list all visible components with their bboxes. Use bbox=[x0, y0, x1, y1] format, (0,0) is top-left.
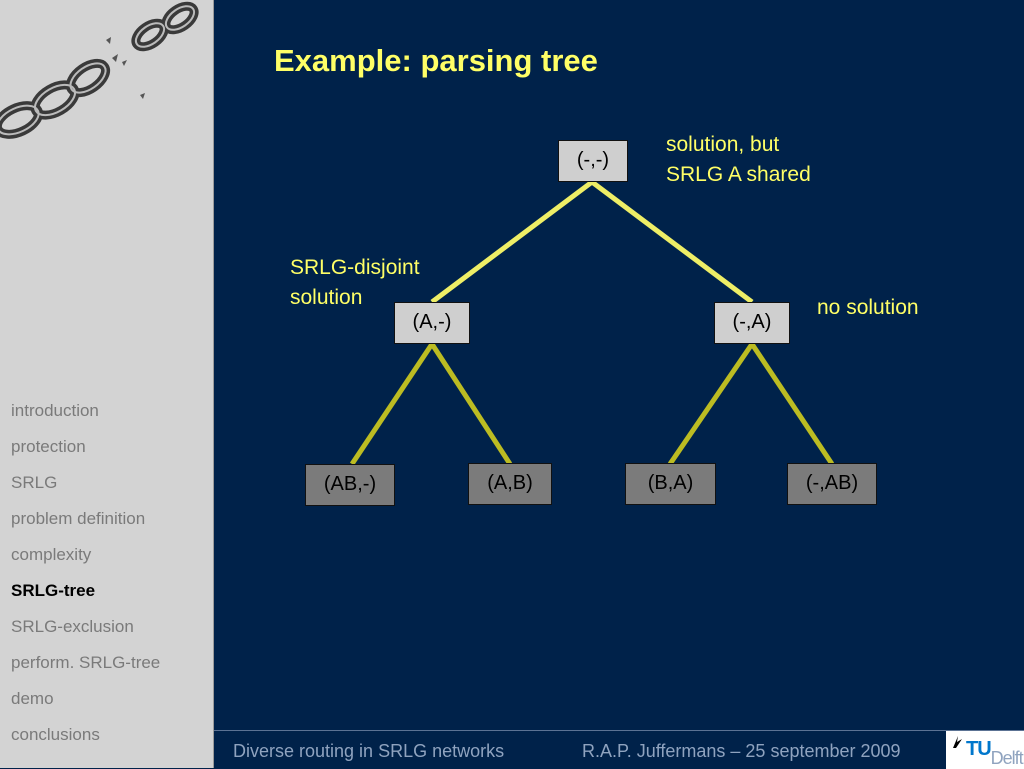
left-annotation: SRLG-disjoint solution bbox=[290, 253, 420, 313]
edge-a-ab bbox=[349, 342, 435, 466]
sidebar-item-srlg-tree[interactable]: SRLG-tree bbox=[11, 581, 96, 600]
root-annotation-line1: solution, but bbox=[666, 133, 780, 156]
sidebar-item-introduction[interactable]: introduction bbox=[11, 401, 99, 420]
tree-node-a: (A,-) bbox=[394, 302, 470, 344]
sidebar-item-srlg-exclusion[interactable]: SRLG-exclusion bbox=[11, 617, 134, 636]
tree-node-ab: (AB,-) bbox=[305, 464, 395, 506]
sidebar-item-complexity[interactable]: complexity bbox=[11, 545, 92, 564]
edge-root-b bbox=[590, 180, 754, 304]
tree-node-b: (-,A) bbox=[714, 302, 790, 344]
left-annotation-line1: SRLG-disjoint bbox=[290, 256, 420, 279]
edge-a-a_b bbox=[429, 342, 513, 466]
sidebar-item-srlg[interactable]: SRLG bbox=[11, 473, 58, 492]
tree-node-root: (-,-) bbox=[558, 140, 628, 182]
slide-title: Example: parsing tree bbox=[274, 43, 598, 78]
flame-icon bbox=[953, 736, 962, 748]
edge-root-a bbox=[430, 180, 594, 304]
footer: Diverse routing in SRLG networks R.A.P. … bbox=[214, 730, 1024, 769]
edge-b-_ab bbox=[749, 342, 835, 466]
sidebar-item-protection[interactable]: protection bbox=[11, 437, 86, 456]
tree-node-_ab: (-,AB) bbox=[787, 463, 877, 505]
sidebar-item-demo[interactable]: demo bbox=[11, 689, 54, 708]
root-annotation-line2: SRLG A shared bbox=[666, 163, 811, 186]
root-annotation: solution, but SRLG A shared bbox=[666, 130, 811, 190]
edge-b-b_a bbox=[667, 342, 755, 466]
tree-node-b_a: (B,A) bbox=[625, 463, 716, 505]
left-annotation-line2: solution bbox=[290, 286, 363, 309]
footer-presentation-title: Diverse routing in SRLG networks bbox=[233, 741, 505, 761]
broken-chain-image bbox=[0, 1, 199, 139]
slide-content: Example: parsing tree (-,-) (A,-) (-,A) … bbox=[214, 0, 1024, 768]
right-annotation: no solution bbox=[817, 296, 919, 319]
sidebar-item-problem-definition[interactable]: problem definition bbox=[11, 509, 146, 528]
sidebar-item-conclusions[interactable]: conclusions bbox=[11, 725, 100, 744]
tree-node-a_b: (A,B) bbox=[468, 463, 552, 505]
footer-author-date: R.A.P. Juffermans – 25 september 2009 bbox=[582, 741, 901, 761]
parsing-tree-edges bbox=[349, 180, 835, 466]
sidebar-item-perform-srlg-tree[interactable]: perform. SRLG-tree bbox=[11, 653, 161, 672]
